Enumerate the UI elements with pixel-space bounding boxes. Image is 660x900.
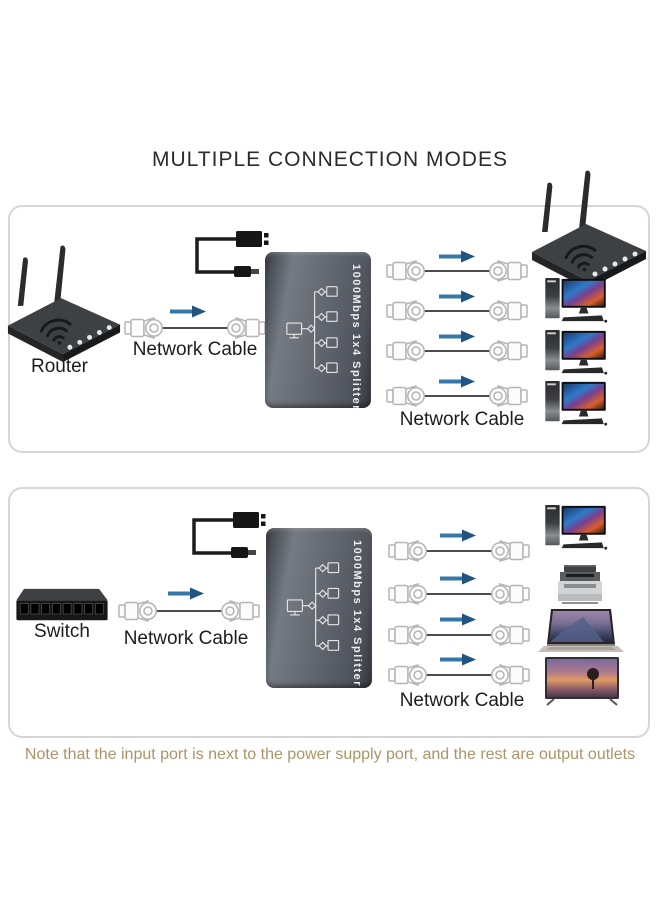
arrow-icon	[440, 613, 476, 626]
splitter-label: 1000Mbps 1x4 Splitter	[351, 540, 363, 688]
wifi-icon	[564, 244, 597, 272]
arrow-icon	[439, 290, 475, 303]
network-cable-icon	[118, 599, 260, 623]
network-cable-icon	[388, 582, 530, 606]
network-cable-icon	[386, 339, 528, 363]
power-cable-icon	[192, 512, 266, 558]
network-cable-icon	[388, 623, 530, 647]
laptop-icon	[538, 609, 624, 652]
network-cable-icon	[388, 539, 530, 563]
page-title: MULTIPLE CONNECTION MODES	[152, 148, 508, 171]
network-cable-label: Network Cable	[399, 690, 525, 711]
network-cable-icon	[386, 384, 528, 408]
desktop-computer-icon	[545, 380, 608, 426]
network-cable-icon	[386, 299, 528, 323]
splitter-device: 1000Mbps 1x4 Splitter	[266, 528, 372, 688]
note-text: Note that the input port is next to the …	[24, 746, 636, 763]
switch-label: Switch	[34, 621, 90, 642]
arrow-icon	[440, 529, 476, 542]
arrow-icon	[440, 653, 476, 666]
splitter-print-diagram	[286, 562, 340, 651]
desktop-computer-icon	[545, 504, 608, 550]
splitter-label: 1000Mbps 1x4 Splitter	[350, 264, 362, 412]
network-cable-icon	[388, 663, 530, 687]
switch-ports	[19, 603, 104, 615]
arrow-icon	[170, 305, 206, 318]
network-cable-label: Network Cable	[123, 628, 249, 649]
router-icon	[532, 170, 646, 289]
power-cable-icon	[195, 231, 269, 277]
desktop-computer-icon	[545, 277, 608, 323]
router-ports	[67, 325, 112, 350]
network-cable-label: Network Cable	[399, 409, 525, 430]
arrow-icon	[439, 250, 475, 263]
arrow-icon	[439, 330, 475, 343]
tv-icon	[545, 657, 619, 706]
arrow-icon	[439, 375, 475, 388]
network-cable-label: Network Cable	[132, 339, 258, 360]
splitter-device: 1000Mbps 1x4 Splitter	[265, 252, 371, 412]
network-switch-icon	[16, 588, 108, 621]
desktop-computer-icon	[545, 329, 608, 375]
network-cable-icon	[386, 259, 528, 283]
splitter-print-diagram	[286, 286, 338, 374]
router-label: Router	[30, 356, 89, 377]
printer-icon	[558, 565, 602, 604]
arrow-icon	[168, 587, 204, 600]
wifi-icon	[39, 318, 72, 345]
network-cable-icon	[124, 316, 266, 340]
arrow-icon	[440, 572, 476, 585]
router-icon	[7, 245, 121, 362]
